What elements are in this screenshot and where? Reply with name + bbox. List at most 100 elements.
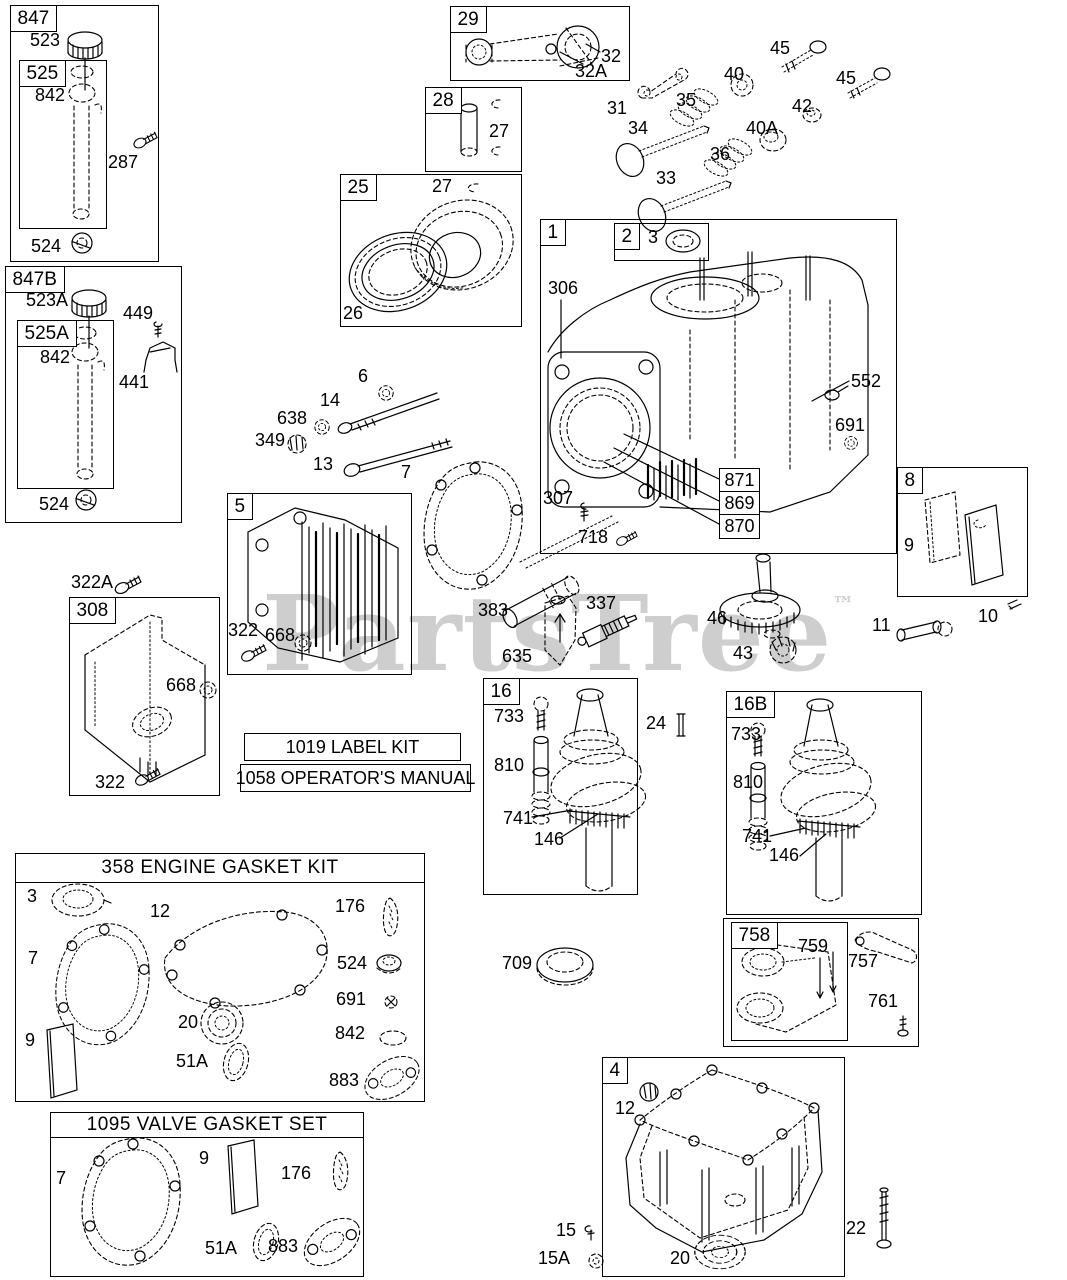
part-group-label-4: 4	[601, 1056, 629, 1084]
part-group-box-29: 29	[449, 5, 630, 81]
part-callout-9: 9	[25, 1030, 36, 1050]
part-callout-15: 15	[556, 1220, 577, 1240]
part-group-box-16B: 16B	[725, 690, 922, 915]
part-callout-441: 441	[119, 372, 150, 392]
part-callout-20: 20	[670, 1248, 691, 1268]
kit-box: 1095 VALVE GASKET SET	[50, 1112, 364, 1277]
part-callout-322: 322	[95, 772, 126, 792]
part-group-box	[723, 918, 919, 1047]
part-group-label-25: 25	[339, 173, 377, 201]
part-callout-22: 22	[846, 1218, 867, 1238]
part-callout-635: 635	[502, 646, 533, 666]
part-callout-842: 842	[335, 1023, 366, 1043]
part-group-label-29: 29	[449, 5, 487, 33]
part-group-label-847: 847	[9, 4, 58, 32]
part-callout-691: 691	[835, 415, 866, 435]
reference-box: 1058 OPERATOR'S MANUAL	[236, 764, 475, 792]
part-callout-691: 691	[336, 989, 367, 1009]
part-callout-11: 11	[872, 615, 891, 635]
part-callout-14: 14	[320, 390, 341, 410]
part-callout-13: 13	[313, 454, 334, 474]
part-callout-883: 883	[329, 1070, 360, 1090]
part-group-label-525: 525	[18, 59, 67, 87]
part-group-label-28: 28	[424, 86, 462, 114]
part-group-box-525: 525	[18, 59, 107, 229]
part-callout-883: 883	[268, 1236, 299, 1256]
part-callout-322A: 322A	[71, 572, 114, 592]
part-group-label-525A: 525A	[16, 319, 77, 347]
part-callout-322: 322	[228, 620, 259, 640]
part-callout-176: 176	[335, 896, 366, 916]
part-callout-32: 32	[601, 46, 622, 66]
part-callout-638: 638	[277, 408, 308, 428]
part-callout-842: 842	[35, 85, 66, 105]
part-group-label-16B: 16B	[725, 690, 776, 718]
part-callout-733: 733	[731, 724, 762, 744]
part-callout-45: 45	[770, 38, 791, 58]
part-callout-668: 668	[166, 675, 197, 695]
part-callout-3: 3	[27, 886, 38, 906]
part-group-label-308: 308	[68, 596, 117, 624]
part-callout-51A: 51A	[176, 1051, 209, 1071]
part-callout-9: 9	[199, 1148, 210, 1168]
part-callout-12: 12	[615, 1098, 636, 1118]
part-callout-349: 349	[255, 430, 286, 450]
part-group-box-28: 28	[424, 86, 522, 172]
part-group-box-2: 2	[613, 222, 709, 261]
part-callout-3: 3	[648, 227, 659, 247]
part-callout-524: 524	[31, 236, 62, 256]
part-callout-523: 523	[30, 30, 61, 50]
part-callout-51A: 51A	[205, 1238, 238, 1258]
part-callout-383: 383	[478, 600, 509, 620]
part-callout-40: 40	[724, 64, 745, 84]
part-callout-449: 449	[123, 303, 154, 323]
part-callout-810: 810	[494, 755, 525, 775]
part-callout-7: 7	[56, 1168, 67, 1188]
part-callout-7: 7	[28, 948, 39, 968]
part-callout-24: 24	[646, 713, 667, 733]
part-group-box-525A: 525A	[16, 319, 114, 489]
part-group-box-847: 847	[9, 4, 159, 262]
part-group-label-5: 5	[226, 492, 254, 520]
part-callout-32A: 32A	[575, 61, 608, 81]
part-group-label-847B: 847B	[4, 265, 65, 293]
part-callout-7: 7	[401, 462, 412, 482]
part-group-box-758: 758	[730, 921, 848, 1041]
part-callout-757: 757	[848, 951, 879, 971]
part-group-box-5: 5	[226, 492, 412, 675]
part-callout-733: 733	[494, 706, 525, 726]
part-callout-35: 35	[676, 90, 697, 110]
part-callout-40A: 40A	[746, 118, 779, 138]
part-callout-36: 36	[710, 144, 731, 164]
kit-box: 358 ENGINE GASKET KIT	[15, 853, 425, 1102]
part-callout-26: 26	[343, 303, 364, 323]
part-callout-20: 20	[178, 1012, 199, 1032]
reference-box: 1019 LABEL KIT	[244, 733, 461, 761]
part-callout-307: 307	[543, 488, 574, 508]
part-callout-287: 287	[108, 152, 139, 172]
part-callout-524: 524	[39, 494, 70, 514]
part-callout-27: 27	[432, 176, 453, 196]
kit-box-title: 1095 VALVE GASKET SET	[51, 1113, 363, 1138]
reference-box: 870	[719, 514, 760, 539]
part-group-box-308: 308	[68, 596, 220, 796]
part-callout-523A: 523A	[26, 290, 69, 310]
part-callout-741: 741	[503, 808, 534, 828]
part-callout-45: 45	[836, 68, 857, 88]
part-group-label-758: 758	[730, 921, 779, 949]
part-group-label-8: 8	[896, 466, 924, 494]
part-callout-810: 810	[733, 772, 764, 792]
reference-box: 869	[719, 491, 760, 516]
part-callout-43: 43	[733, 643, 754, 663]
part-callout-42: 42	[792, 96, 813, 116]
part-callout-146: 146	[534, 829, 565, 849]
part-group-box-847B: 847B	[4, 265, 182, 523]
part-callout-34: 34	[628, 118, 649, 138]
kit-box-title: 358 ENGINE GASKET KIT	[16, 854, 424, 883]
part-callout-12: 12	[150, 901, 171, 921]
part-callout-27: 27	[489, 121, 510, 141]
part-group-box-4: 4	[601, 1056, 845, 1277]
part-callout-709: 709	[502, 953, 533, 973]
part-callout-552: 552	[851, 371, 882, 391]
